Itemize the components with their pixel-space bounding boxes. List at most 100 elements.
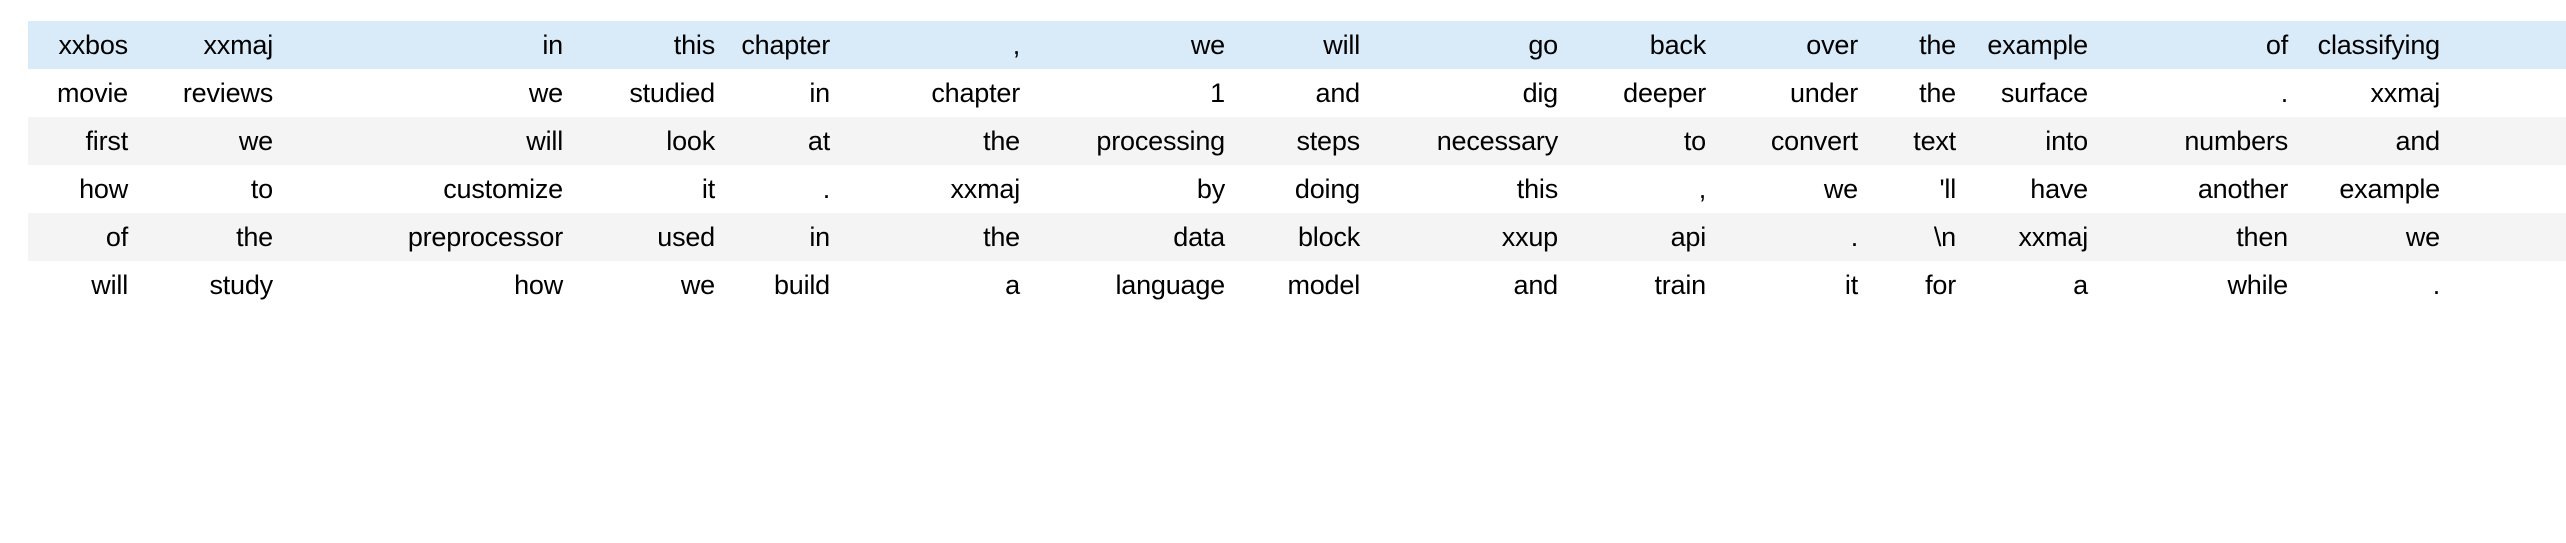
table-cell: 'll — [1870, 165, 1968, 213]
table-cell — [2452, 213, 2566, 261]
table-cell: over — [1718, 21, 1870, 69]
table-cell: train — [1570, 261, 1718, 309]
table-cell: the — [140, 213, 285, 261]
table-cell: language — [1032, 261, 1237, 309]
table-cell: the — [1870, 69, 1968, 117]
table-cell: into — [1968, 117, 2100, 165]
table-cell: . — [1718, 213, 1870, 261]
table-cell: go — [1372, 21, 1570, 69]
table-cell: , — [1570, 165, 1718, 213]
table-cell: xxup — [1372, 213, 1570, 261]
table-cell: reviews — [140, 69, 285, 117]
table-cell: in — [285, 21, 575, 69]
table-cell: steps — [1237, 117, 1372, 165]
table-cell: classifying — [2300, 21, 2452, 69]
table-cell: 1 — [1032, 69, 1237, 117]
table-cell: the — [1870, 21, 1968, 69]
table-cell: convert — [1718, 117, 1870, 165]
table-cell: data — [1032, 213, 1237, 261]
table-cell: . — [2100, 69, 2300, 117]
table-cell: we — [1718, 165, 1870, 213]
table-cell: will — [28, 261, 140, 309]
table-cell: xxmaj — [842, 165, 1032, 213]
table-cell: studied — [575, 69, 727, 117]
table-cell: used — [575, 213, 727, 261]
table-cell: in — [727, 213, 842, 261]
table-cell: then — [2100, 213, 2300, 261]
table-cell: of — [2100, 21, 2300, 69]
table-cell: doing — [1237, 165, 1372, 213]
table-cell: a — [842, 261, 1032, 309]
table-cell: for — [1870, 261, 1968, 309]
table-cell: customize — [285, 165, 575, 213]
table-cell — [2452, 117, 2566, 165]
table-cell: xxmaj — [1968, 213, 2100, 261]
table-cell — [2452, 165, 2566, 213]
table-cell: movie — [28, 69, 140, 117]
table-cell: at — [727, 117, 842, 165]
table-cell: will — [1237, 21, 1372, 69]
table-cell: how — [285, 261, 575, 309]
table-cell: this — [1372, 165, 1570, 213]
table-cell: deeper — [1570, 69, 1718, 117]
table-cell: model — [1237, 261, 1372, 309]
table-cell: we — [2300, 213, 2452, 261]
table-cell: , — [842, 21, 1032, 69]
table-cell: processing — [1032, 117, 1237, 165]
table-cell: chapter — [727, 21, 842, 69]
table-cell: while — [2100, 261, 2300, 309]
table-cell: xxmaj — [140, 21, 285, 69]
table-cell: . — [727, 165, 842, 213]
table-cell: it — [575, 165, 727, 213]
table-cell: example — [1968, 21, 2100, 69]
table-cell: a — [1968, 261, 2100, 309]
table-cell: how — [28, 165, 140, 213]
table-cell: study — [140, 261, 285, 309]
table-cell: and — [1372, 261, 1570, 309]
table-cell — [2452, 21, 2566, 69]
table-cell: will — [285, 117, 575, 165]
table-cell: we — [575, 261, 727, 309]
table-cell: build — [727, 261, 842, 309]
table-cell: to — [1570, 117, 1718, 165]
table-cell: dig — [1372, 69, 1570, 117]
table-cell: example — [2300, 165, 2452, 213]
table-cell: by — [1032, 165, 1237, 213]
table-cell — [2452, 261, 2566, 309]
table-cell: we — [140, 117, 285, 165]
table-cell: and — [2300, 117, 2452, 165]
table-cell: . — [2300, 261, 2452, 309]
table-cell: surface — [1968, 69, 2100, 117]
table-cell: we — [1032, 21, 1237, 69]
table-cell: block — [1237, 213, 1372, 261]
table-cell: preprocessor — [285, 213, 575, 261]
table-cell: it — [1718, 261, 1870, 309]
table-cell: text — [1870, 117, 1968, 165]
table-cell: under — [1718, 69, 1870, 117]
table-cell: this — [575, 21, 727, 69]
table-cell: and — [1237, 69, 1372, 117]
table-cell — [2452, 69, 2566, 117]
table-cell: \n — [1870, 213, 1968, 261]
table-cell: of — [28, 213, 140, 261]
table-cell: numbers — [2100, 117, 2300, 165]
table-cell: api — [1570, 213, 1718, 261]
table-cell: back — [1570, 21, 1718, 69]
table-cell: another — [2100, 165, 2300, 213]
table-cell: chapter — [842, 69, 1032, 117]
table-cell: first — [28, 117, 140, 165]
table-cell: to — [140, 165, 285, 213]
table-cell: the — [842, 213, 1032, 261]
table-cell: in — [727, 69, 842, 117]
table-cell: look — [575, 117, 727, 165]
table-cell: have — [1968, 165, 2100, 213]
table-cell: the — [842, 117, 1032, 165]
